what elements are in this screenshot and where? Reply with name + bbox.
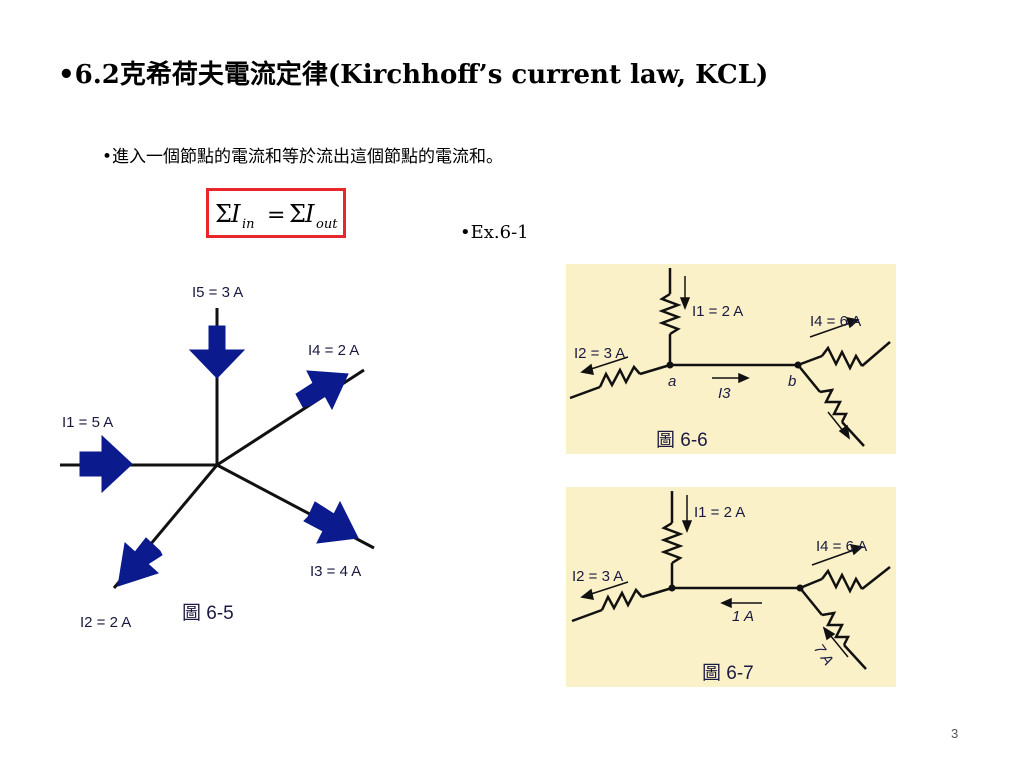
label-i4: I4 = 6 A: [816, 538, 867, 555]
subscript-in: in: [242, 217, 255, 232]
label-middle-current: 1 A: [732, 608, 754, 625]
slide-title: •6.2克希荷夫電流定律(Kirchhoff’s current law, KC…: [58, 60, 769, 90]
example-label: •Ex.6-1: [460, 222, 529, 243]
arrow-i2-icon: [117, 537, 163, 587]
formula-box: Σ I in = Σ I out: [206, 188, 346, 238]
kcl-formula: Σ I in = Σ I out: [215, 200, 338, 232]
label-i3: I3: [718, 385, 731, 402]
arrow-down-icon: [681, 520, 693, 534]
arrow-left-icon: [720, 597, 732, 609]
label-i1: I1 = 2 A: [694, 504, 745, 521]
figure-6-5: I5 = 3 A I4 = 2 A I1 = 5 A I3 = 4 A I2 =…: [60, 284, 375, 631]
figure-6-6: I1 = 2 A I4 = 6 A I2 = 3 A I3 a b 圖 6-6: [566, 264, 896, 454]
arrow-i4-icon: [295, 370, 349, 411]
label-i1: I1 = 5 A: [62, 414, 113, 431]
arrow-i3-icon: [303, 500, 359, 544]
arrow-up-left-icon: [822, 626, 836, 641]
label-i3: I3 = 4 A: [310, 563, 361, 580]
figure-6-7: I1 = 2 A I4 = 6 A I2 = 3 A 1 A 7 A 圖 6-7: [566, 487, 896, 687]
caption-fig-6-5: 圖 6-5: [182, 603, 234, 624]
arrow-right-icon: [738, 372, 750, 384]
caption-fig-6-7: 圖 6-7: [702, 663, 754, 684]
direction-arrows: [580, 495, 864, 658]
label-i2: I2 = 3 A: [572, 568, 623, 585]
arrow-left-icon: [580, 588, 594, 600]
sigma-symbol: Σ: [289, 200, 306, 228]
arrow-right-up-icon: [845, 317, 860, 329]
label-i4: I4 = 2 A: [308, 342, 359, 359]
caption-fig-6-6: 圖 6-6: [656, 430, 708, 451]
label-node-b: b: [788, 373, 796, 390]
circuit-wires: [569, 268, 891, 447]
arrow-down-icon: [679, 297, 691, 311]
sigma-symbol: Σ: [215, 200, 232, 228]
page-number: 3: [951, 726, 959, 741]
label-i1: I1 = 2 A: [692, 303, 743, 320]
kcl-statement: •進入一個節點的電流和等於流出這個節點的電流和。: [102, 147, 504, 167]
arrow-i5-icon: [188, 325, 246, 379]
node-b-dot: [796, 584, 804, 592]
node-b-dot: [794, 361, 802, 369]
arrow-i1-icon: [79, 434, 133, 494]
node-a-dot: [666, 361, 674, 369]
arrow-down-right-icon: [838, 424, 851, 440]
current-arrows: [79, 325, 359, 587]
arrow-left-icon: [580, 363, 594, 375]
current-symbol: I: [304, 200, 315, 228]
subscript-out: out: [316, 217, 338, 232]
label-i2: I2 = 2 A: [80, 614, 131, 631]
label-i5: I5 = 3 A: [192, 284, 243, 301]
label-i4: I4 = 6 A: [810, 313, 861, 330]
current-symbol: I: [230, 200, 241, 228]
label-i2: I2 = 3 A: [574, 345, 625, 362]
circuit-wires: [571, 491, 891, 670]
arrow-right-up-icon: [849, 544, 864, 556]
label-node-a: a: [668, 373, 676, 390]
direction-arrows: [580, 276, 860, 440]
equals-sign: =: [267, 203, 285, 228]
node-a-dot: [668, 584, 676, 592]
